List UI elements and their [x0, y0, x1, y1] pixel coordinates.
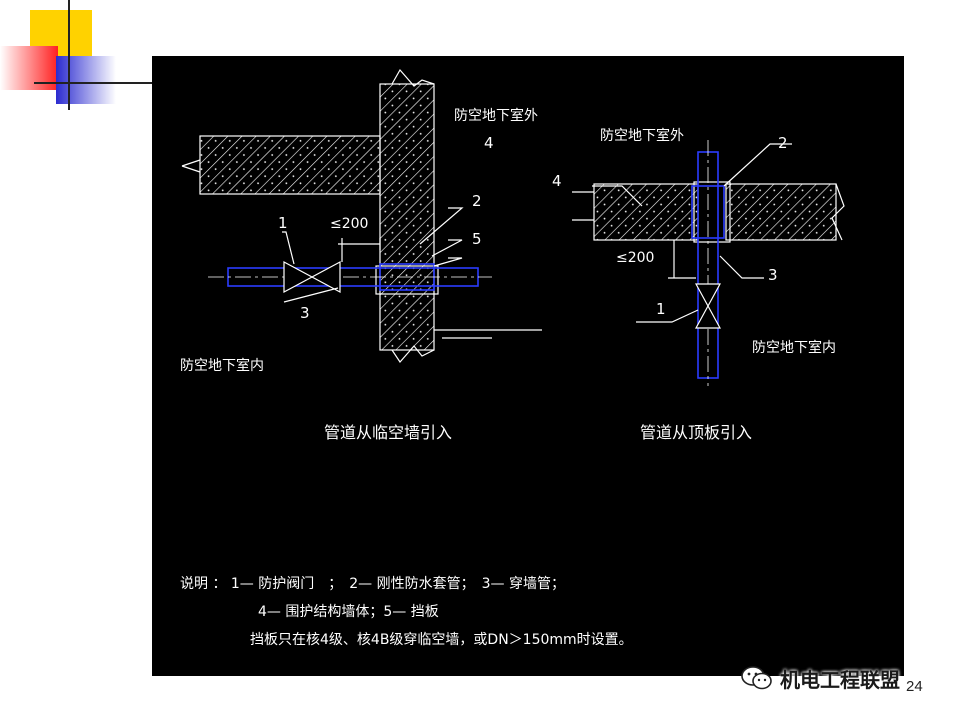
cad-drawing: 防空地下室外 防空地下室内 ≤200 1 4 2 5 3 管道从临空墙引入 防空…: [152, 56, 904, 676]
left-callout-2: 2: [472, 192, 482, 210]
right-dimension: ≤200: [616, 250, 654, 266]
deco-blue-square: [56, 56, 116, 104]
notes-line-2: 4— 围护结构墙体；5— 挡板: [258, 604, 439, 620]
left-caption: 管道从临空墙引入: [324, 423, 452, 442]
right-detail: [572, 140, 845, 386]
right-slab-left: [593, 183, 699, 241]
wechat-icon: [741, 666, 772, 690]
left-callout-1: 1: [278, 214, 288, 232]
watermark-text: 机电工程联盟: [780, 667, 900, 692]
right-outside-label: 防空地下室外: [600, 127, 684, 144]
right-valve: [694, 283, 722, 308]
left-wall: [379, 83, 435, 351]
right-callout-2: 2: [778, 134, 788, 152]
left-callout-3: 3: [300, 304, 310, 322]
deco-horizontal-line: [34, 82, 152, 84]
page-number: 24: [906, 678, 923, 695]
left-outside-label: 防空地下室外: [454, 107, 538, 124]
left-callout-5: 5: [472, 230, 482, 248]
left-sleeve: [375, 265, 439, 295]
left-inside-label: 防空地下室内: [180, 357, 264, 374]
right-sleeve: [693, 181, 731, 243]
right-callout-3: 3: [768, 266, 778, 284]
right-caption: 管道从顶板引入: [640, 423, 752, 442]
notes-line-1: 说明 ： 1— 防护阀门 ； 2— 刚性防水套管； 3— 穿墙管；: [180, 576, 565, 592]
right-slab-right: [725, 183, 837, 241]
right-inside-label: 防空地下室内: [752, 339, 836, 356]
left-callout-4: 4: [484, 134, 494, 152]
left-valve: [283, 260, 314, 294]
deco-vertical-line: [68, 0, 70, 110]
left-top-slab: [199, 135, 381, 195]
notes-line-3: 挡板只在核4级、核4B级穿临空墙，或DN＞150mm时设置。: [250, 632, 633, 648]
right-callout-4: 4: [552, 172, 562, 190]
left-detail: [181, 68, 542, 363]
right-callout-1: 1: [656, 300, 666, 318]
left-dimension: ≤200: [330, 216, 368, 232]
watermark: 机电工程联盟: [740, 664, 900, 692]
